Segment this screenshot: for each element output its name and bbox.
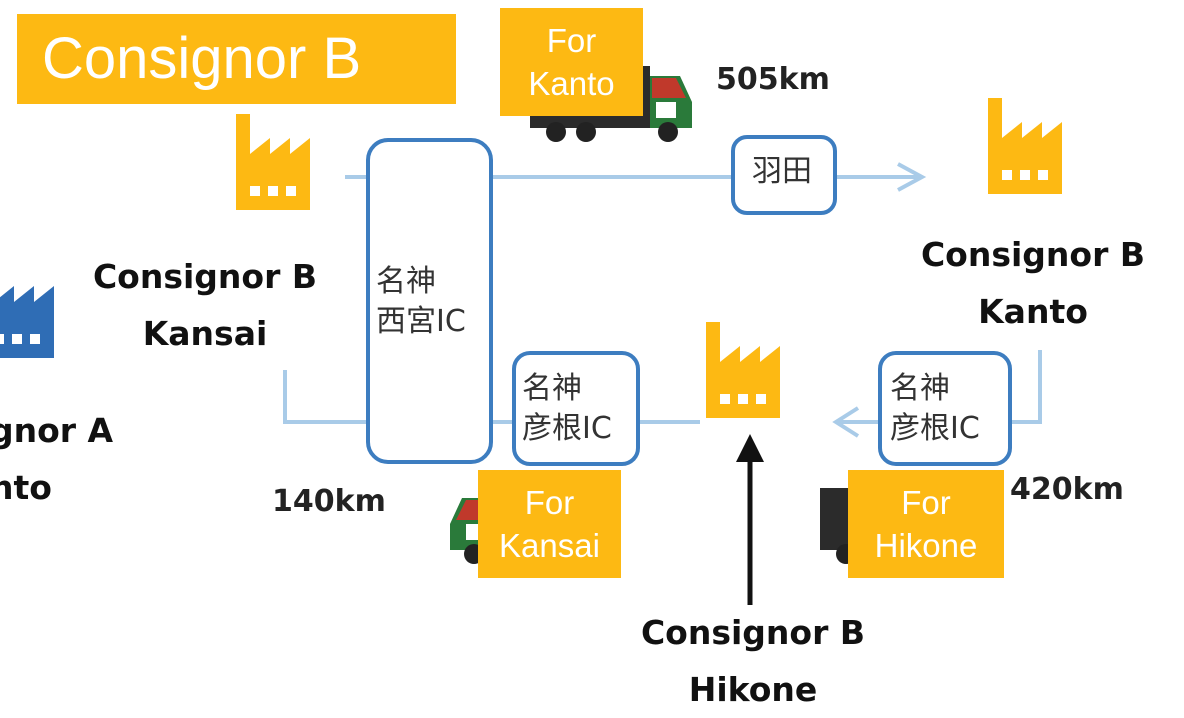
site-consignor-a-line2: nto xyxy=(0,468,52,507)
factory-hikone-icon xyxy=(706,322,780,418)
node-hikone-right-line1: 名神 xyxy=(890,371,950,406)
tag-for-kanto-line1: For xyxy=(546,22,597,59)
distance-hikone: 420km xyxy=(1010,472,1124,507)
route-line-nishinomiya-to-kansai xyxy=(283,370,368,424)
tag-for-hikone-line1: For xyxy=(901,484,951,521)
site-kansai-line2: Kansai xyxy=(142,314,268,353)
site-hikone-line1: Consignor B xyxy=(640,613,866,652)
route-lines xyxy=(283,162,1042,438)
route-line-kanto-down xyxy=(1010,350,1042,424)
site-kansai-line1: Consignor B xyxy=(92,257,318,296)
node-nishinomiya-line1: 名神 xyxy=(376,264,436,299)
tag-for-kansai-line2: Kansai xyxy=(499,527,600,564)
node-haneda-label: 羽田 xyxy=(752,154,812,189)
node-nishinomiya-ic-label: 名神 西宮IC xyxy=(376,262,466,342)
site-label-consignor-a: gnor A nto xyxy=(0,402,120,516)
site-label-kanto: Consignor B Kanto xyxy=(898,226,1168,340)
tag-for-kansai: For Kansai xyxy=(478,470,621,578)
node-box-haneda xyxy=(731,135,837,215)
page-title: Consignor B xyxy=(17,14,456,104)
tag-for-kanto-line2: Kanto xyxy=(528,65,615,102)
node-hikone-left-line2: 彦根IC xyxy=(522,411,612,446)
node-box-hikone-ic-left xyxy=(512,351,640,466)
site-label-hikone: Consignor B Hikone xyxy=(618,604,888,718)
site-consignor-a-line1: gnor A xyxy=(0,411,114,450)
tag-for-hikone: For Hikone xyxy=(848,470,1004,578)
node-hikone-ic-right-label: 名神 彦根IC xyxy=(890,369,980,449)
node-hikone-right-line2: 彦根IC xyxy=(890,411,980,446)
factory-kansai-icon xyxy=(236,114,310,210)
arrowhead-kanto xyxy=(897,162,927,192)
factory-kanto-icon xyxy=(988,98,1062,194)
node-box-hikone-ic-right xyxy=(878,351,1012,466)
site-kanto-line1: Consignor B xyxy=(920,235,1146,274)
node-box-nishinomiya-ic xyxy=(366,138,493,464)
node-hikone-left-line1: 名神 xyxy=(522,371,582,406)
node-hikone-ic-left-label: 名神 彦根IC xyxy=(522,369,612,449)
tag-for-hikone-line2: Hikone xyxy=(874,527,978,564)
arrowhead-up-hikone xyxy=(736,434,764,462)
distance-kanto: 505km xyxy=(716,62,830,97)
arrowhead-hikone xyxy=(832,406,860,438)
node-nishinomiya-line2: 西宮IC xyxy=(376,304,466,339)
site-label-kansai: Consignor B Kansai xyxy=(70,248,340,362)
tag-for-kanto: For Kanto xyxy=(500,8,643,116)
tag-for-kansai-line1: For xyxy=(524,484,575,521)
site-kanto-line2: Kanto xyxy=(978,292,1088,331)
site-hikone-line2: Hikone xyxy=(688,670,818,709)
factory-consignor-a-icon xyxy=(0,262,54,358)
distance-kansai: 140km xyxy=(272,484,386,519)
